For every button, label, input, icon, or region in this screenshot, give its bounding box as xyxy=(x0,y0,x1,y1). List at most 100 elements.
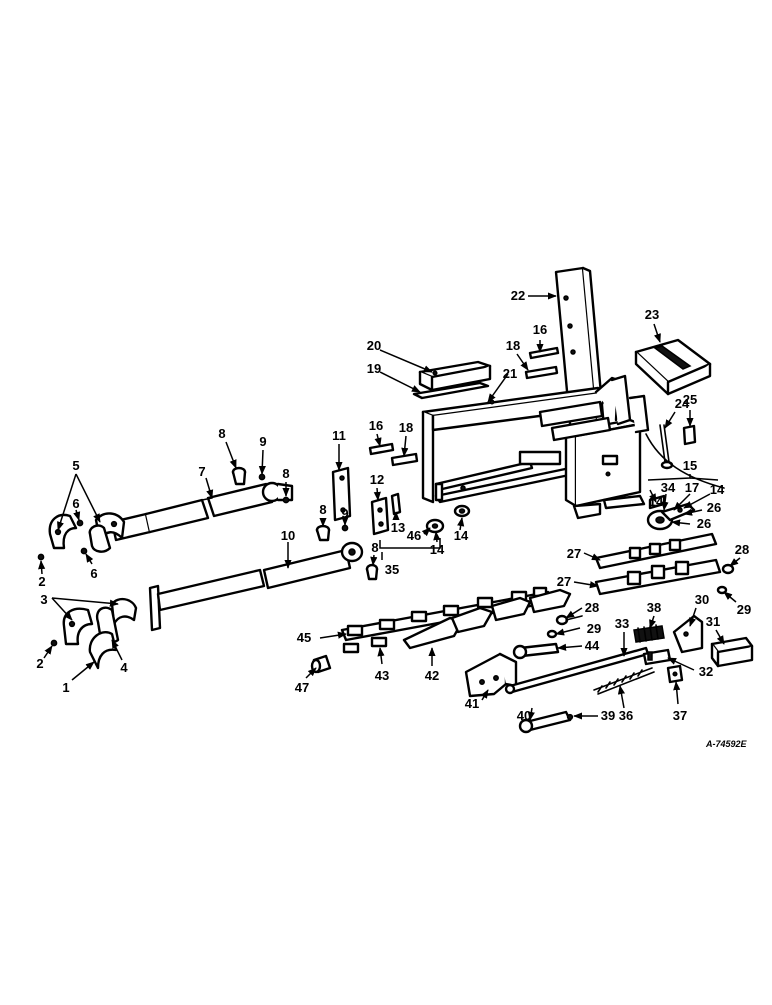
callout-1: 1 xyxy=(62,680,69,695)
callout-41: 41 xyxy=(465,696,479,711)
part-16-plate-top xyxy=(528,346,560,360)
part-27-bar-lower xyxy=(594,558,722,596)
part-20-block xyxy=(418,360,492,392)
part-32-block xyxy=(642,648,672,666)
callout-39: 39 xyxy=(601,708,615,723)
leader-lines xyxy=(38,292,741,721)
part-21-main-frame xyxy=(421,374,650,520)
callout-8-lower: 8 xyxy=(371,540,378,555)
callout-30: 30 xyxy=(695,592,709,607)
callout-44: 44 xyxy=(585,638,600,653)
callout-26-b: 26 xyxy=(697,516,711,531)
callout-46: 46 xyxy=(407,528,421,543)
part-29-washer-center xyxy=(546,629,558,639)
part-24-bolt xyxy=(659,424,674,470)
callout-17: 17 xyxy=(685,480,699,495)
callout-3: 3 xyxy=(40,592,47,607)
part-43-spacer-plates xyxy=(342,636,388,654)
callout-27-lower: 27 xyxy=(557,574,571,589)
part-9-pin-c xyxy=(282,496,290,504)
callout-9-middle: 9 xyxy=(341,506,348,521)
callout-8-right: 8 xyxy=(282,466,289,481)
callout-42: 42 xyxy=(425,668,439,683)
callout-20: 20 xyxy=(367,338,381,353)
callout-13: 13 xyxy=(391,520,405,535)
part-8-pin-lower xyxy=(365,563,379,581)
part-12-plate xyxy=(370,496,390,536)
part-36-spring-rod xyxy=(593,667,655,695)
callout-11: 11 xyxy=(332,428,346,443)
part-14-bushing xyxy=(453,504,471,518)
callout-40: 40 xyxy=(517,708,531,723)
callout-6-lower: 6 xyxy=(90,566,97,581)
part-37-clip xyxy=(666,664,684,684)
callout-14-lower-a: 14 xyxy=(430,542,445,557)
part-6-bolt-b xyxy=(80,547,88,555)
callout-45: 45 xyxy=(297,630,311,645)
callout-14-lower-b: 14 xyxy=(454,528,469,543)
callout-19: 19 xyxy=(367,361,381,376)
part-11-plate xyxy=(331,466,352,522)
part-42-knife-sections xyxy=(402,588,572,650)
part-16-plate-middle xyxy=(368,442,395,456)
callout-29-center: 29 xyxy=(587,621,601,636)
callout-36: 36 xyxy=(619,708,633,723)
callout-28-right: 28 xyxy=(735,542,749,557)
part-9-pin-a xyxy=(258,473,266,481)
part-8-pin-upper xyxy=(231,466,247,486)
part-30-bracket-plate xyxy=(672,614,704,654)
callout-26-a: 26 xyxy=(707,500,721,515)
callout-23: 23 xyxy=(645,307,659,322)
callout-34: 34 xyxy=(661,480,676,495)
part-7-upper-shaft xyxy=(110,481,294,542)
callout-2-lower: 2 xyxy=(36,656,43,671)
callout-33: 33 xyxy=(615,616,629,631)
part-31-block xyxy=(710,636,754,668)
callout-9-upper: 9 xyxy=(259,434,266,449)
callout-2-upper: 2 xyxy=(38,574,45,589)
part-44-pin xyxy=(512,642,560,660)
callout-labels: 1 2 2 3 4 5 6 6 7 8 8 8 8 9 9 10 11 12 1… xyxy=(36,288,751,723)
callout-12: 12 xyxy=(370,472,384,487)
callout-24: 24 xyxy=(675,396,690,411)
part-39-cotter xyxy=(566,713,574,721)
callout-27-upper: 27 xyxy=(567,546,581,561)
part-38-spring xyxy=(633,624,665,643)
part-10-lower-shaft xyxy=(148,541,364,632)
callout-37: 37 xyxy=(673,708,687,723)
part-19-strip xyxy=(412,381,490,400)
part-2-nut-lower xyxy=(50,639,58,647)
part-13-clip xyxy=(390,492,402,516)
part-5-coupling-upper xyxy=(48,512,126,553)
callout-8-upper: 8 xyxy=(218,426,225,441)
callout-21: 21 xyxy=(503,366,517,381)
callout-32: 32 xyxy=(699,664,713,679)
callout-35: 35 xyxy=(385,562,399,577)
callout-22: 22 xyxy=(511,288,525,303)
callout-7: 7 xyxy=(198,464,205,479)
callout-16-middle: 16 xyxy=(369,418,383,433)
part-28-bolt-right xyxy=(721,563,735,575)
callout-4: 4 xyxy=(120,660,128,675)
callout-5: 5 xyxy=(72,458,79,473)
callout-43: 43 xyxy=(375,668,389,683)
callout-10: 10 xyxy=(281,528,295,543)
part-2-nut-upper xyxy=(37,553,45,561)
callout-16-top: 16 xyxy=(533,322,547,337)
callout-31: 31 xyxy=(706,614,720,629)
callout-25: 25 xyxy=(683,392,697,407)
callout-18-middle: 18 xyxy=(399,420,413,435)
callout-8-middle: 8 xyxy=(319,502,326,517)
part-25-clip xyxy=(682,424,697,446)
callout-28-center: 28 xyxy=(585,600,599,615)
callout-29-right: 29 xyxy=(737,602,751,617)
callout-14-right-b: 14 xyxy=(710,482,725,497)
part-46-nut xyxy=(425,518,445,534)
part-28-bolt-center xyxy=(555,614,583,626)
part-9-pin-b xyxy=(341,524,349,532)
part-23-bracket xyxy=(634,338,712,396)
callout-14-right-a: 14 xyxy=(649,494,664,509)
callout-38: 38 xyxy=(647,600,661,615)
part-27-bar-upper xyxy=(594,532,718,570)
